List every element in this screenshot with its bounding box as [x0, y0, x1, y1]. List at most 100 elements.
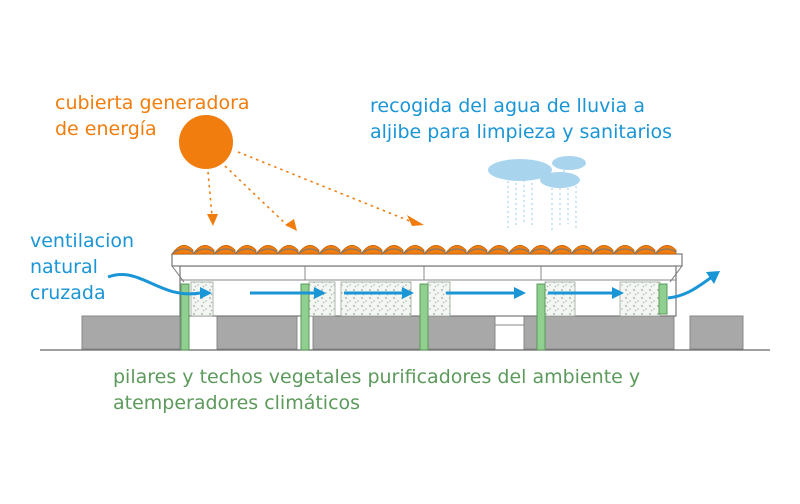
solar-tile-edge: [339, 248, 362, 255]
vegetal-panel: [427, 281, 451, 317]
solar-tile: [192, 245, 215, 255]
vent-inlet-arrow: [107, 273, 201, 296]
plinth-block: [312, 315, 496, 350]
solar-tile-edge: [213, 248, 236, 255]
solar-tile-edge: [360, 248, 383, 255]
pillar: [536, 283, 546, 351]
ventilation-label: ventilacion natural cruzada: [30, 228, 134, 306]
sun-ray-arrowheads: [207, 214, 424, 231]
plinth-block: [81, 315, 181, 350]
solar-tile: [276, 245, 299, 255]
plinth-block: [689, 315, 744, 350]
solar-tile: [360, 245, 383, 255]
vent-arrowhead: [612, 287, 624, 299]
solar-tile: [171, 245, 194, 255]
solar-tile: [486, 245, 509, 255]
vegetal-line-2: atemperadores climáticos: [113, 392, 361, 414]
vent-arrowhead: [402, 287, 414, 299]
solar-tile-edge: [402, 248, 425, 255]
solar-tile: [465, 245, 488, 255]
roof-strut-left: [171, 265, 185, 283]
plinth-block: [216, 315, 298, 350]
solar-tile: [654, 245, 677, 255]
rainwater-label: recogida del agua de lluvia a aljibe par…: [370, 93, 672, 145]
solar-tile: [528, 245, 551, 255]
solar-tile: [549, 245, 572, 255]
solar-tile-edge: [276, 248, 299, 255]
vegetal-panel: [544, 281, 576, 317]
ventilation-line-1: ventilacion: [30, 230, 135, 252]
solar-tile: [213, 245, 236, 255]
solar-tile-edge: [444, 248, 467, 255]
plinth-step: [494, 315, 525, 326]
vent-outlet-arrow: [667, 275, 713, 300]
rainwater-line-1: recogida del agua de lluvia a: [370, 95, 645, 117]
solar-tile-edge: [255, 248, 278, 255]
vegetal-panel: [340, 281, 412, 317]
solar-tile-edge: [318, 248, 341, 255]
solar-tile-edge: [423, 248, 446, 255]
vegetal-panels: [190, 281, 661, 317]
interior-dividers: [304, 266, 542, 280]
sun-icon: [179, 115, 233, 169]
solar-tile-edge: [465, 248, 488, 255]
pillar: [419, 283, 429, 351]
solar-tile-edge: [633, 248, 656, 255]
vent-outlet-arrowhead: [706, 271, 720, 284]
solar-tile-edge: [591, 248, 614, 255]
solar-tile-edge: [528, 248, 551, 255]
sun-rays: [207, 151, 413, 229]
vent-inlet-arrowhead: [200, 287, 212, 299]
solar-tile: [234, 245, 257, 255]
solar-tile: [570, 245, 593, 255]
solar-tile: [633, 245, 656, 255]
vegetal-panel: [190, 281, 214, 317]
roof-slab: [171, 253, 683, 267]
pillar: [300, 283, 310, 351]
cloud-icon: [540, 172, 580, 188]
solar-tile: [297, 245, 320, 255]
rainwater-line-2: aljibe para limpieza y sanitarios: [370, 121, 673, 143]
solar-tile: [318, 245, 341, 255]
ventilation-line-2: natural: [30, 256, 98, 278]
green-pillars: [180, 283, 668, 351]
vegetal-panel: [308, 281, 336, 317]
solar-tile-edge: [297, 248, 320, 255]
pillar: [180, 283, 190, 351]
solar-tile: [339, 245, 362, 255]
ventilation-line-3: cruzada: [30, 282, 106, 304]
plinth-blocks: [81, 315, 744, 350]
solar-tile-edge: [654, 248, 677, 255]
pillar: [658, 283, 668, 315]
solar-roof-tiles: [171, 245, 677, 255]
solar-tile: [255, 245, 278, 255]
solar-tile: [423, 245, 446, 255]
solar-tile: [381, 245, 404, 255]
solar-tile-edge: [570, 248, 593, 255]
roof-energy-line-2: de energía: [55, 118, 157, 140]
cloud-icon: [488, 159, 552, 181]
roof-energy-label: cubierta generadora de energía: [55, 90, 250, 142]
sun-group: [179, 115, 424, 231]
rain-clouds: [488, 156, 586, 230]
roof-energy-line-1: cubierta generadora: [55, 92, 250, 114]
vegetal-panel: [619, 281, 661, 317]
ventilation-arrows: [107, 271, 720, 300]
vegetal-line-1: pilares y techos vegetales purificadores…: [113, 366, 641, 388]
solar-tile-edge: [486, 248, 509, 255]
solar-tile: [444, 245, 467, 255]
solar-tile-edge: [192, 248, 215, 255]
solar-tile-edge: [171, 248, 194, 255]
solar-tile-edge: [549, 248, 572, 255]
solar-tile: [507, 245, 530, 255]
vegetal-label: pilares y techos vegetales purificadores…: [113, 364, 640, 416]
roof-strut-right: [669, 265, 683, 283]
vent-arrowhead: [514, 287, 526, 299]
solar-tile-edge: [612, 248, 635, 255]
vent-arrowhead: [314, 287, 326, 299]
solar-tile-edge: [381, 248, 404, 255]
cloud-icon: [552, 156, 586, 170]
solar-tile: [612, 245, 635, 255]
